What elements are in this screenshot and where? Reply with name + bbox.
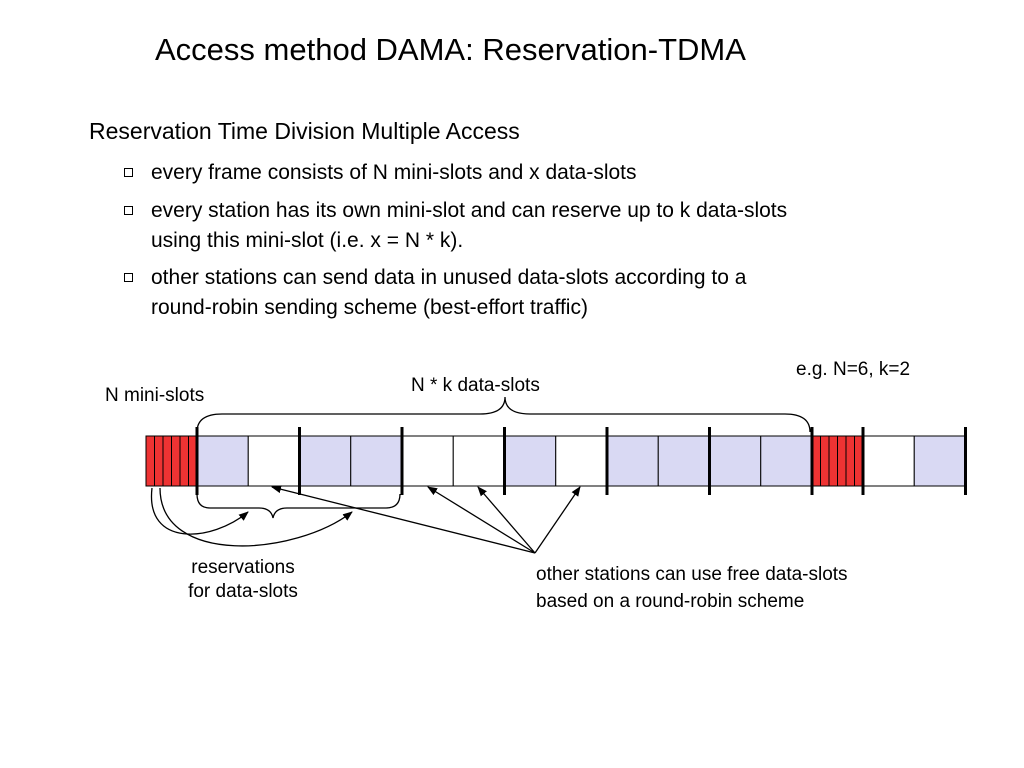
data-slots-label: N * k data-slots (411, 375, 540, 396)
reservation-arrow (159, 487, 353, 547)
bullet-line: other stations can send data in unused d… (151, 266, 747, 289)
page-title: Access method DAMA: Reservation-TDMA (155, 32, 746, 67)
bullet-line: every frame consists of N mini-slots and… (151, 161, 637, 184)
mini-slot (845, 435, 855, 487)
reserved-data-slot (299, 435, 352, 487)
square-bullet-icon (124, 168, 133, 177)
free-data-slot (555, 435, 608, 487)
section-heading: Reservation Time Division Multiple Acces… (89, 118, 520, 144)
other-stations-label-line: other stations can use free data-slots (536, 564, 848, 585)
round-robin-arrow (271, 485, 536, 554)
reserved-data-slot (504, 435, 557, 487)
free-data-slot (862, 435, 915, 487)
bullet-item-round-robin: other stations can send data in unused d… (124, 263, 747, 323)
mini-slot (820, 435, 830, 487)
free-data-slot (452, 435, 505, 487)
reservation-brace (196, 493, 401, 519)
square-bullet-icon (124, 206, 133, 215)
free-data-slot (401, 435, 454, 487)
data-slots-brace (196, 396, 811, 433)
free-data-slot (247, 435, 300, 487)
example-label: e.g. N=6, k=2 (796, 359, 911, 380)
mini-slot (154, 435, 164, 487)
mini-slot (837, 435, 847, 487)
other-stations-label-line: based on a round-robin scheme (536, 591, 805, 612)
reserved-data-slot (606, 435, 659, 487)
square-bullet-icon (124, 273, 133, 282)
reservations-label-line: for data-slots (188, 581, 298, 602)
bullet-line: every station has its own mini-slot and … (151, 199, 788, 222)
bullet-item-frame: every frame consists of N mini-slots and… (124, 158, 637, 188)
mini-slot (171, 435, 181, 487)
reserved-data-slot (709, 435, 762, 487)
frame-separators (195, 427, 967, 495)
bullet-line: round-robin sending scheme (best-effort … (151, 296, 588, 319)
round-robin-arrow (477, 486, 536, 554)
slot-row (145, 435, 966, 487)
reserved-data-slot (350, 435, 403, 487)
mini-slot (179, 435, 189, 487)
mini-slot (145, 435, 155, 487)
reserved-data-slot (196, 435, 249, 487)
bullet-line: using this mini-slot (i.e. x = N * k). (151, 229, 464, 252)
mini-slots-label: N mini-slots (105, 385, 205, 406)
reserved-data-slot (760, 435, 813, 487)
mini-slot (828, 435, 838, 487)
bullet-item-reservation: every station has its own mini-slot and … (124, 196, 788, 256)
round-robin-arrow (534, 486, 581, 554)
mini-slot (162, 435, 172, 487)
reserved-data-slot (913, 435, 966, 487)
reservation-arrow (150, 487, 249, 535)
reservations-label-line: reservations (191, 557, 295, 578)
round-robin-arrow (427, 486, 536, 554)
reserved-data-slot (657, 435, 710, 487)
other-stations-label: other stations can use free data-slots b… (536, 561, 848, 615)
reservations-label: reservations for data-slots (163, 556, 323, 604)
